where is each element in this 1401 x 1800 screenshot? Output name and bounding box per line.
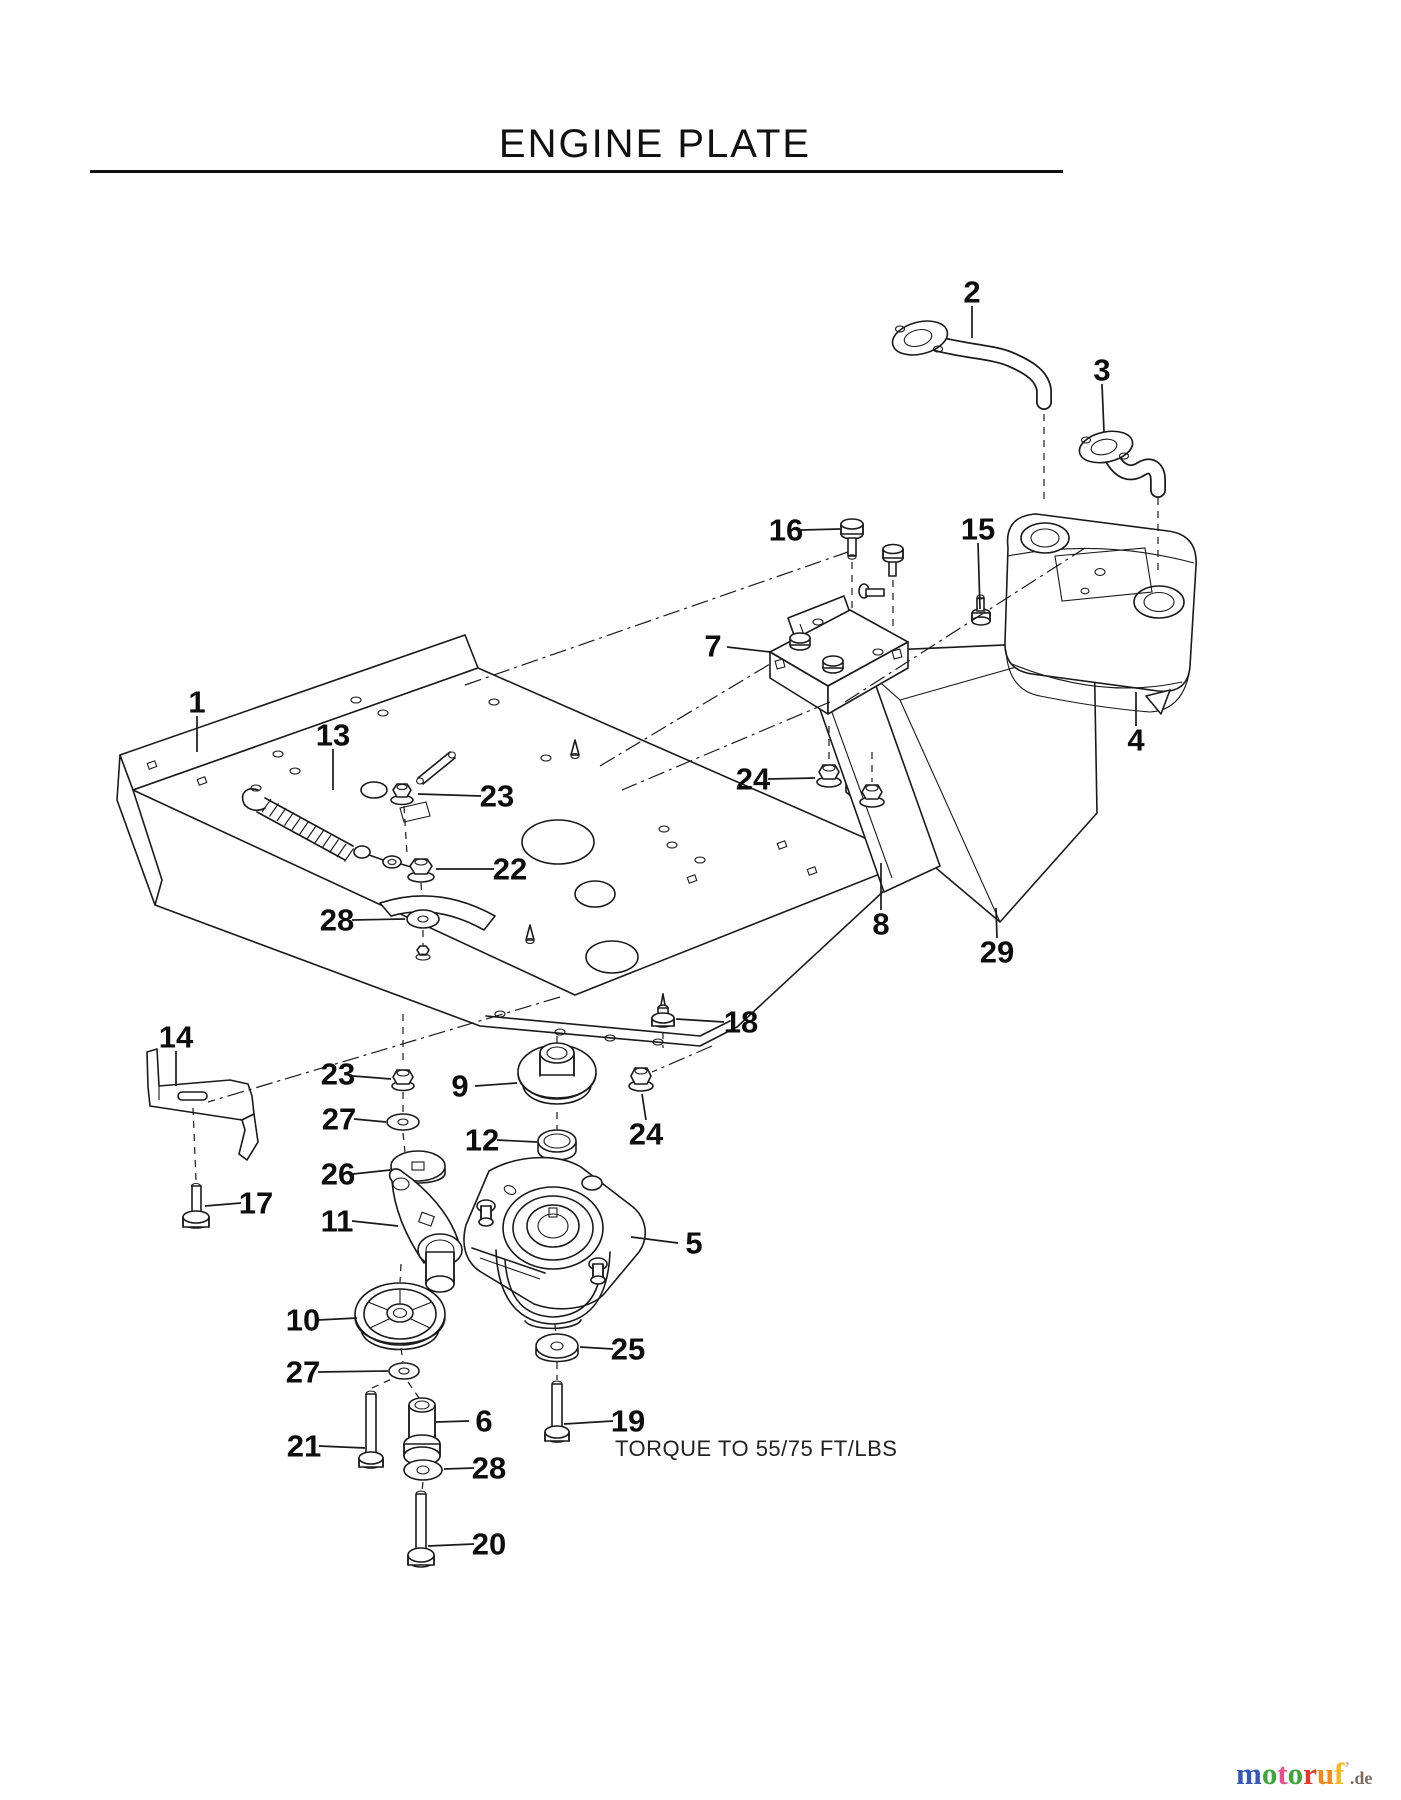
part-7-bracket (769, 609, 909, 715)
callout-16-15: 16 (768, 512, 804, 548)
logo-letter-r: r (1303, 1756, 1317, 1791)
motoruf-logo-suffix: .de (1349, 1768, 1373, 1788)
part-23-pin-and-nut (390, 751, 456, 855)
callout-29-32: 29 (979, 934, 1015, 970)
part-15-bolt (971, 594, 991, 626)
logo-letter-u: u (1316, 1756, 1335, 1791)
callout-10-9: 10 (285, 1302, 321, 1338)
part-12-spacer-ring (537, 1129, 577, 1175)
torque-note: TORQUE TO 55/75 FT/LBS (615, 1436, 898, 1461)
leader-lines (175, 306, 1137, 1547)
part-17-bolt (182, 1182, 210, 1229)
part-5-clutch (463, 1156, 646, 1338)
callout-25-26: 25 (610, 1331, 646, 1367)
part-19-bolt (544, 1380, 570, 1443)
callout-5-4: 5 (685, 1225, 703, 1261)
part-20-bolt (407, 1490, 435, 1568)
part-6-spacer (403, 1397, 441, 1469)
callout-4-3: 4 (1127, 722, 1145, 758)
part-21-bolt (358, 1390, 384, 1469)
callout-26-27: 26 (320, 1156, 356, 1192)
part-27-washer-lower (371, 1362, 420, 1399)
callout-28-31: 28 (471, 1450, 507, 1486)
callout-23-22: 23 (479, 778, 515, 814)
callout-22-21: 22 (492, 851, 528, 887)
callout-7-6: 7 (704, 628, 722, 664)
logo-tick: ’ (1344, 1759, 1350, 1777)
part-28-washer-lower (403, 1459, 443, 1492)
logo-letter-t: t (1277, 1756, 1288, 1791)
part-24-nuts-upper (816, 726, 885, 808)
part-4-muffler (1004, 513, 1197, 715)
construction-lines (207, 547, 1086, 1103)
motoruf-logo: motoruf’.de (1236, 1756, 1372, 1792)
callout-1-0: 1 (188, 684, 206, 720)
part-18-bolt (651, 993, 713, 1073)
callout-9-8: 9 (451, 1068, 469, 1104)
logo-letter-o: o (1261, 1756, 1278, 1791)
callout-23-23: 23 (320, 1056, 356, 1092)
callout-18-17: 18 (723, 1004, 759, 1040)
part-16-bolts (840, 518, 904, 626)
part-27-washer-upper (386, 1113, 420, 1153)
callout-2-1: 2 (963, 274, 981, 310)
callout-19-18: 19 (610, 1403, 646, 1439)
callout-20-19: 20 (471, 1526, 507, 1562)
callout-17-16: 17 (238, 1185, 274, 1221)
part-28-washer-upper (379, 895, 496, 961)
part-22-nut (407, 858, 435, 899)
part-11-idler-arm (388, 1168, 463, 1293)
part-2-exhaust-pipe (891, 320, 1052, 502)
callout-14-13: 14 (158, 1019, 194, 1055)
part-25-washer (535, 1333, 579, 1380)
callout-8-7: 8 (872, 906, 890, 942)
part-9-pulley (517, 1036, 597, 1130)
callout-13-12: 13 (315, 717, 351, 753)
logo-letter-f: f (1334, 1756, 1345, 1791)
motoruf-logo-letters: motoruf (1236, 1756, 1345, 1791)
callout-27-28: 27 (321, 1101, 357, 1137)
logo-letter-m: m (1236, 1756, 1262, 1791)
callout-11-10: 11 (320, 1203, 354, 1239)
logo-letter-o: o (1287, 1756, 1304, 1791)
part-14-bracket (146, 1048, 259, 1181)
part-10-pulley (354, 1282, 446, 1363)
part-24-nut-lower (628, 1067, 654, 1092)
part-23-nut-lower (391, 1014, 415, 1112)
part-3-exhaust-pipe (1078, 430, 1166, 576)
callout-3-2: 3 (1093, 352, 1111, 388)
callout-12-11: 12 (464, 1122, 500, 1158)
callout-24-25: 24 (628, 1116, 664, 1152)
callout-21-20: 21 (286, 1428, 322, 1464)
callout-15-14: 15 (960, 511, 996, 547)
part-1-engine-plate (116, 634, 916, 1047)
callout-6-5: 6 (475, 1403, 493, 1439)
part-13-spring (241, 784, 412, 869)
page-title: ENGINE PLATE (498, 122, 812, 166)
callout-28-30: 28 (319, 902, 355, 938)
title-underline (90, 170, 1063, 173)
callout-27-29: 27 (285, 1354, 321, 1390)
callout-24-24: 24 (735, 761, 771, 797)
